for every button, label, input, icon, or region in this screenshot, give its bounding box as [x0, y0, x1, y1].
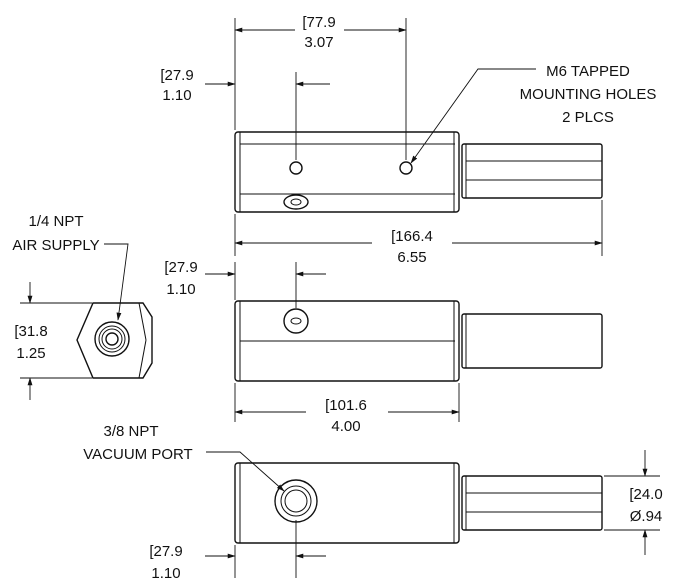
- dim-top-hole-offset: [27.9 1.10: [160, 67, 330, 160]
- callout-vacuum-line2: VACUUM PORT: [83, 446, 192, 463]
- callout-m6: M6 TAPPED MOUNTING HOLES 2 PLCS: [410, 63, 657, 164]
- bottom-view-body: [234, 462, 460, 544]
- callout-air-line2: AIR SUPPLY: [12, 237, 99, 254]
- dim-overall-length-in: 6.55: [397, 249, 426, 266]
- dim-end-hex-size: [31.8 1.25: [14, 282, 92, 400]
- callout-m6-line1: M6 TAPPED: [546, 63, 630, 80]
- callout-vacuum: 3/8 NPT VACUUM PORT: [83, 423, 285, 492]
- dim-top-hole-offset-in: 1.10: [162, 87, 191, 104]
- dim-bottom-port-offset-in: 1.10: [151, 565, 180, 582]
- end-view: [76, 302, 153, 379]
- side-port: [283, 194, 309, 210]
- dim-top-hole-offset-mm: [27.9: [160, 67, 193, 84]
- dim-middle-port-offset-mm: [27.9: [164, 259, 197, 276]
- dim-overall-length-mm: [166.4: [391, 228, 433, 245]
- mounting-hole-right: [399, 161, 413, 175]
- dim-body-length: [101.6 4.00: [234, 383, 460, 435]
- mounting-hole-left: [289, 161, 303, 175]
- callout-air-line1: 1/4 NPT: [28, 213, 83, 230]
- bottom-view: [234, 462, 603, 544]
- middle-view-port: [283, 308, 309, 334]
- dim-body-length-in: 4.00: [331, 418, 360, 435]
- dim-top-hole-spacing: [77.9 3.07: [234, 14, 407, 160]
- dim-middle-port-offset: [27.9 1.10: [164, 259, 326, 308]
- dim-top-hole-spacing-mm: [77.9: [302, 14, 335, 31]
- dim-middle-port-offset-in: 1.10: [166, 281, 195, 298]
- callout-m6-line2: MOUNTING HOLES: [520, 86, 657, 103]
- dim-end-hex-size-in: 1.25: [16, 345, 45, 362]
- callout-vacuum-line1: 3/8 NPT: [103, 423, 158, 440]
- bottom-view-shaft: [461, 475, 603, 531]
- callout-air: 1/4 NPT AIR SUPPLY: [12, 213, 129, 321]
- dim-body-length-mm: [101.6: [325, 397, 367, 414]
- middle-view-shaft: [461, 313, 603, 369]
- top-view-shaft: [461, 143, 603, 199]
- middle-view: [234, 300, 603, 382]
- callout-m6-line3: 2 PLCS: [562, 109, 614, 126]
- dim-top-hole-spacing-in: 3.07: [304, 34, 333, 51]
- dim-shaft-diameter-in: Ø.94: [630, 508, 663, 525]
- top-view: [234, 131, 603, 213]
- dim-bottom-port-offset: [27.9 1.10: [149, 520, 326, 582]
- dim-shaft-diameter-mm: [24.0: [629, 486, 662, 503]
- dim-overall-length: [166.4 6.55: [234, 200, 603, 266]
- dim-bottom-port-offset-mm: [27.9: [149, 543, 182, 560]
- dim-shaft-diameter: [24.0 Ø.94: [604, 450, 663, 555]
- top-view-body: [234, 131, 460, 213]
- dim-end-hex-size-mm: [31.8: [14, 323, 47, 340]
